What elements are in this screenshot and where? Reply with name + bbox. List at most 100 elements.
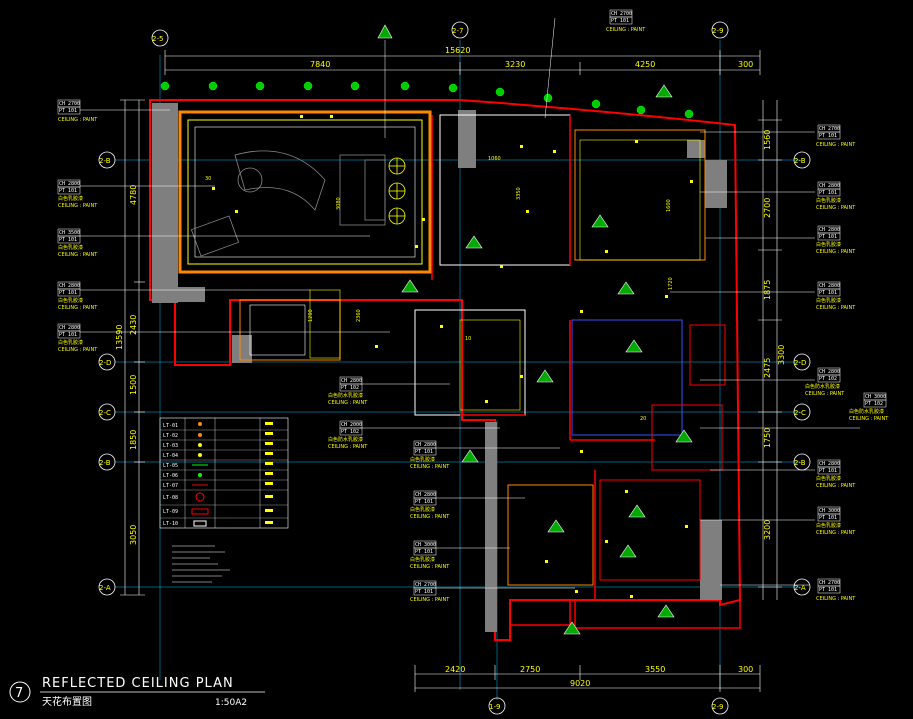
ceiling-tag-mid-2: CH 2000 PT 102 白色防水乳胶漆 CEILING : PAINT	[328, 420, 368, 450]
ceiling-tag-right-3: CH 2800 PT 101 白色乳胶漆 CEILING : PAINT	[816, 225, 856, 255]
tag-pt: PT 102	[865, 401, 883, 407]
drawing-title-cn: 天花布置图	[42, 695, 92, 708]
tag-pt: PT 101	[415, 499, 433, 505]
tag-ch: CH 2800	[415, 442, 436, 448]
room-dim: 1720	[668, 277, 674, 290]
tag-note: 白色乳胶漆	[58, 339, 83, 346]
legend-symbols	[191, 422, 273, 527]
tag-ch: CH 2800	[819, 369, 840, 375]
room-dim: 1200	[308, 309, 314, 322]
living-lights	[388, 157, 406, 225]
tag-note: 白色乳胶漆	[410, 506, 435, 513]
room-dim: 10	[465, 336, 471, 342]
drawing-number-bubble	[9, 681, 31, 703]
dim-left-seg: 4780	[129, 185, 138, 205]
tag-ch: CH 3000	[415, 542, 436, 548]
tag-note: CEILING : PAINT	[58, 347, 98, 353]
dim-right-seg: 2700	[763, 198, 772, 218]
interior-walls	[431, 115, 655, 600]
tag-note: 白色乳胶漆	[410, 456, 435, 463]
tag-note: CEILING : PAINT	[410, 464, 450, 470]
tag-note: 白色乳胶漆	[410, 556, 435, 563]
ceiling-tag-right-2: CH 2800 PT 101 白色乳胶漆 CEILING : PAINT	[816, 181, 856, 211]
tag-note: 白色防水乳胶漆	[805, 383, 840, 390]
tag-note: CEILING : PAINT	[410, 514, 450, 520]
ceiling-tag-left-1: CH 2700 PT 101 CEILING : PAINT	[57, 99, 98, 123]
bottom-dimension-chain	[414, 665, 761, 692]
tag-ch: CH 2800	[341, 378, 362, 384]
ceiling-tag-mid-3: CH 2800 PT 101 白色乳胶漆 CEILING : PAINT	[410, 440, 450, 470]
tag-note: 白色乳胶漆	[816, 522, 841, 529]
tag-note: CEILING : PAINT	[58, 252, 98, 258]
tag-note: 白色防水乳胶漆	[328, 392, 363, 399]
dim-bottom-total: 9020	[570, 679, 590, 688]
grid-label: 2-5	[152, 35, 163, 43]
tag-note: CEILING : PAINT	[606, 27, 646, 33]
ceiling-tag-left-4: CH 2800 PT 101 白色乳胶漆 CEILING : PAINT	[57, 281, 98, 311]
tag-note: CEILING : PAINT	[328, 400, 368, 406]
ceiling-tag-mid-5: CH 3000 PT 101 白色乳胶漆 CEILING : PAINT	[410, 540, 450, 570]
room-dim: 20	[640, 416, 646, 422]
ceiling-tag-right-8: CH 3000 PT 101 白色乳胶漆 CEILING : PAINT	[816, 506, 856, 536]
tag-pt: PT 101	[415, 549, 433, 555]
tag-note: CEILING : PAINT	[816, 305, 856, 311]
ceiling-tag-right-7: CH 2800 PT 101 白色乳胶漆 CEILING : PAINT	[816, 459, 856, 489]
drawing-number: 7	[15, 686, 23, 701]
room-dim: 3350	[516, 187, 522, 200]
tag-ch: CH 2800	[819, 283, 840, 289]
tag-note: 白色乳胶漆	[816, 197, 841, 204]
grid-label: 2-A	[99, 584, 111, 592]
tag-note: 白色防水乳胶漆	[849, 408, 884, 415]
dim-top-seg: 3230	[505, 60, 525, 69]
tag-ch: CH 2700	[819, 126, 840, 132]
legend-notes	[172, 545, 230, 583]
grid-bubbles	[98, 21, 811, 715]
ceiling-tag-left-5: CH 2800 PT 101 白色乳胶漆 CEILING : PAINT	[57, 323, 98, 353]
columns	[152, 103, 727, 632]
ceiling-tag-right-5: CH 2800 PT 102 白色防水乳胶漆 CEILING : PAINT	[805, 367, 845, 397]
ceiling-tag-right-4: CH 2800 PT 101 白色乳胶漆 CEILING : PAINT	[816, 281, 856, 311]
tag-pt: PT 101	[819, 290, 837, 296]
grid-label: 2-D	[794, 359, 806, 367]
tag-pt: PT 101	[819, 468, 837, 474]
room-dim: 2360	[356, 309, 362, 322]
tag-ch: CH 2700	[415, 582, 436, 588]
ceiling-tag-mid-6: CH 2700 PT 101 CEILING : PAINT	[410, 580, 450, 603]
tag-note: CEILING : PAINT	[58, 117, 98, 123]
tag-pt: PT 101	[819, 133, 837, 139]
room-dim: 1600	[666, 199, 672, 212]
dim-left-seg: 2430	[129, 315, 138, 335]
tag-ch: CH 2800	[819, 183, 840, 189]
tag-ch: CH 3500	[59, 230, 80, 236]
tag-pt: PT 101	[611, 18, 629, 24]
tag-note: 白色乳胶漆	[816, 475, 841, 482]
tag-note: CEILING : PAINT	[58, 203, 98, 209]
dim-right-seg: 1560	[763, 130, 772, 150]
tag-ch: CH 2800	[59, 181, 80, 187]
tag-ch: CH 2800	[59, 325, 80, 331]
dim-bottom-seg: 3550	[645, 665, 665, 674]
dim-top-total: 15620	[445, 46, 470, 55]
room-dim: 30	[205, 176, 211, 182]
ceiling-tag-left-3: CH 3500 PT 101 白色乳胶漆 CEILING : PAINT	[57, 228, 98, 258]
tag-note: CEILING : PAINT	[805, 391, 845, 397]
legend-code: LT-01	[163, 423, 178, 429]
tag-note: CEILING : PAINT	[816, 530, 856, 536]
dim-right-seg: 2475	[763, 358, 772, 378]
tag-ch: CH 2800	[59, 283, 80, 289]
legend-code: LT-06	[163, 473, 178, 479]
ceiling-tag-mid-1: CH 2800 PT 102 白色防水乳胶漆 CEILING : PAINT	[328, 376, 368, 406]
grid-label: 2-B	[794, 459, 806, 467]
tag-ch: CH 3000	[865, 394, 886, 400]
grid-label: 2-9	[712, 703, 723, 711]
tag-note: 白色乳胶漆	[816, 297, 841, 304]
dim-left-seg: 1500	[129, 375, 138, 395]
tag-pt: PT 101	[819, 190, 837, 196]
tag-pt: PT 101	[59, 332, 77, 338]
tag-note: CEILING : PAINT	[849, 416, 889, 422]
living-furniture	[190, 150, 386, 257]
tag-pt: PT 102	[341, 385, 359, 391]
dim-bottom-seg: 300	[738, 665, 753, 674]
tag-pt: PT 101	[415, 589, 433, 595]
